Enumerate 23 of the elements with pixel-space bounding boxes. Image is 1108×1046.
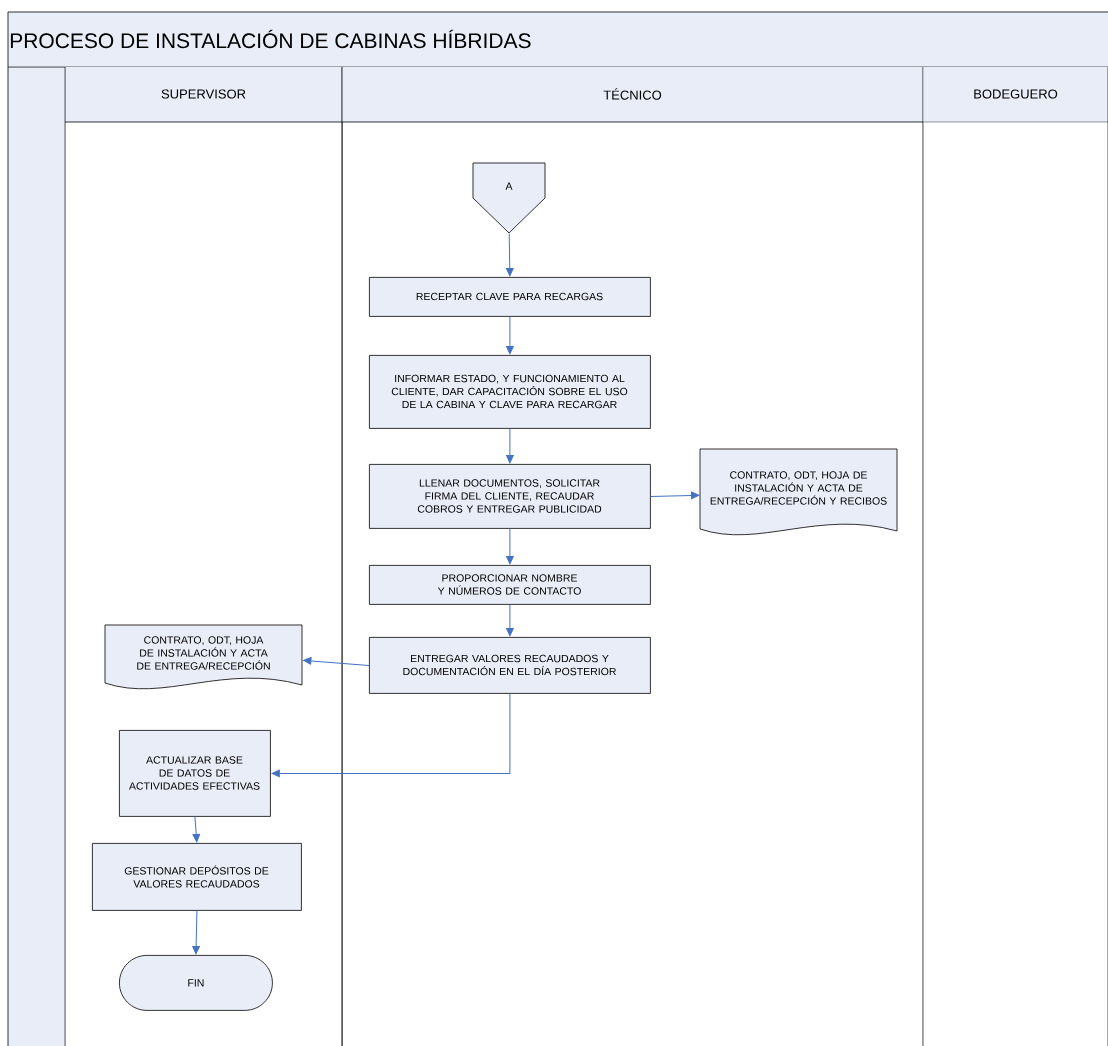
swimlane: BODEGUERO (922, 66, 1108, 1046)
process-box: PROPORCIONAR NOMBRE Y NÚMEROS DE CONTACTO (369, 565, 651, 605)
process-box: INFORMAR ESTADO, Y FUNCIONAMIENTO AL CLIENTE, DAR CAPACITACIÓN SOBRE EL USO DE LA CABINA Y CLAVE PARA RECARGAR (369, 355, 651, 429)
arrow (506, 428, 514, 464)
arrow (506, 604, 514, 637)
process-box: RECEPTAR CLAVE PARA RECARGAS (369, 277, 651, 317)
process-box: GESTIONAR DEPÓSITOS DE VALORES RECAUDADOS (92, 843, 302, 911)
arrow (506, 316, 514, 355)
process-box: LLENAR DOCUMENTOS, SOLICITAR FIRMA DEL CLIENTE, RECAUDAR COBROS Y ENTREGAR PUBLICIDAD (369, 464, 651, 529)
arrow (192, 910, 200, 955)
arrow (505, 232, 514, 277)
arrow (303, 657, 370, 666)
node-label: BODEGUERO (974, 89, 1058, 99)
terminator: FIN (119, 955, 273, 1011)
off-page-connector: A (472, 162, 546, 234)
arrow (650, 491, 700, 500)
node-label: TÉCNICO (603, 88, 662, 100)
node-label: SUPERVISOR (161, 89, 246, 99)
arrow (506, 528, 514, 565)
arrow (192, 816, 201, 843)
process-box: ACTUALIZAR BASE DE DATOS DE ACTIVIDADES EFECTIVAS (119, 730, 271, 817)
process-box: ENTREGAR VALORES RECAUDADOS Y DOCUMENTACIÓN EN EL DÍA POSTERIOR (369, 637, 651, 694)
arrow (271, 693, 511, 778)
